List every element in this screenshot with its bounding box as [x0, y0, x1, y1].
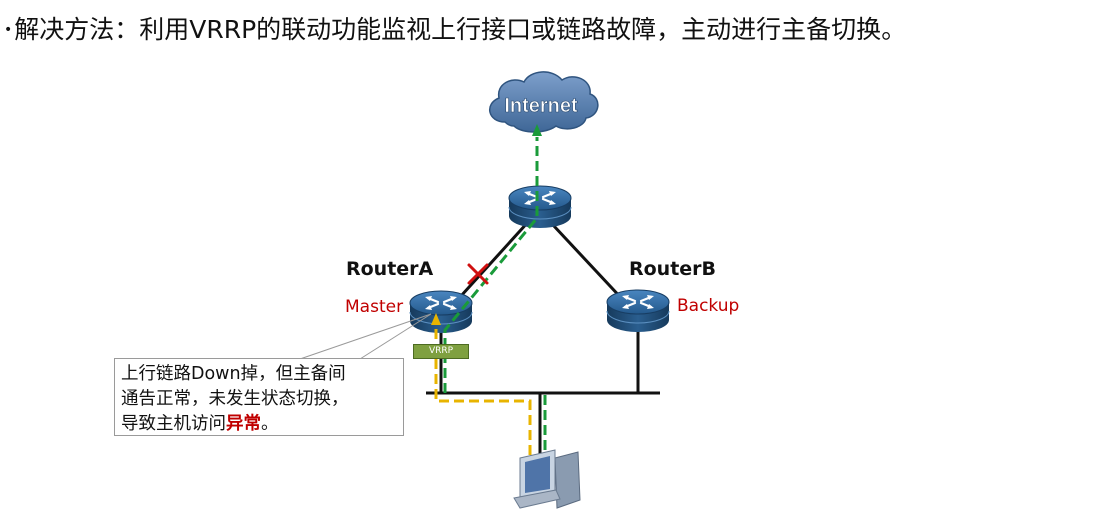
- bullet: •: [4, 22, 13, 38]
- routerB-name: RouterB: [629, 258, 717, 280]
- callout-line-3: 导致主机访问异常。: [121, 412, 397, 437]
- yellow-traffic-path: [434, 325, 532, 455]
- vrrp-tag: VRRP: [413, 344, 469, 359]
- callout-pointer: [299, 313, 432, 360]
- core-router-icon: [507, 184, 573, 230]
- host-pc-icon: [513, 449, 581, 509]
- callout-line-2: 通告正常，未发生状态切换，: [121, 389, 349, 409]
- callout-line-1: 上行链路Down掉，但主备间: [121, 364, 346, 384]
- routerB-role: Backup: [677, 296, 740, 316]
- routerA-role: Master: [345, 297, 404, 317]
- headline-text: 解决方法：利用VRRP的联动功能监视上行接口或链路故障，主动进行主备切换。: [14, 15, 907, 44]
- routerA-name: RouterA: [346, 258, 434, 280]
- callout-box: 上行链路Down掉，但主备间 通告正常，未发生状态切换， 导致主机访问异常。: [114, 358, 404, 436]
- yellow-arrow-head: [431, 313, 441, 325]
- internet-cloud-icon: [489, 71, 599, 133]
- callout-highlight: 异常: [226, 414, 261, 434]
- green-traffic-path: [443, 137, 547, 455]
- cloud-label: Internet: [504, 95, 578, 117]
- routerB-icon: [605, 288, 671, 334]
- routerA-icon: [408, 289, 474, 335]
- link-fault-x-icon: [467, 263, 489, 285]
- callout-line-3-suffix: 。: [261, 414, 279, 434]
- headline: •解决方法：利用VRRP的联动功能监视上行接口或链路故障，主动进行主备切换。: [4, 10, 906, 46]
- callout-line-3-prefix: 导致主机访问: [121, 414, 226, 434]
- green-arrow-head: [532, 124, 542, 136]
